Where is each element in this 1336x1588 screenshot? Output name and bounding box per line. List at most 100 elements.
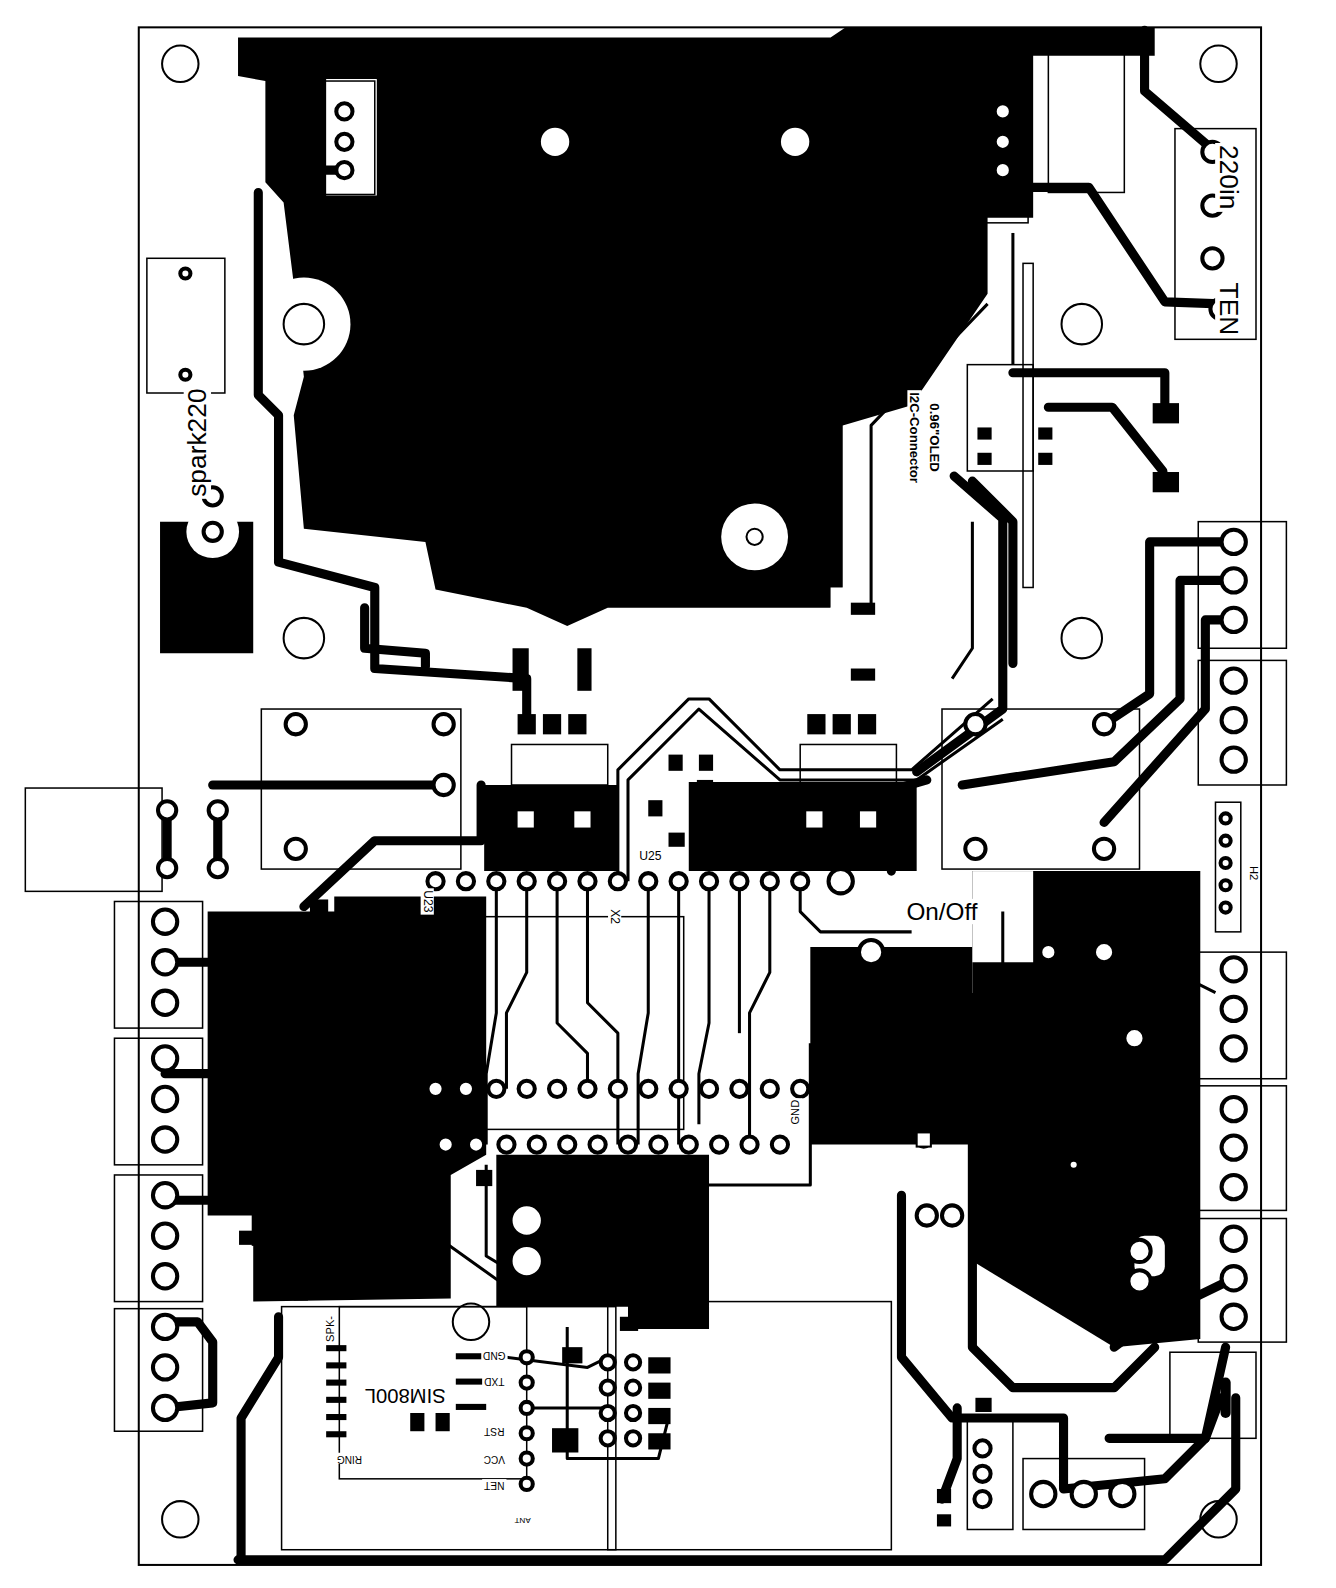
component-outline: [1048, 51, 1124, 193]
through-pad: [204, 523, 222, 541]
smd-pad: [334, 1203, 350, 1219]
smd-pad: [697, 780, 713, 794]
pour-clearance: [326, 79, 377, 195]
through-pad: [434, 714, 454, 734]
through-pad: [488, 873, 504, 889]
through-pad: [1222, 1175, 1246, 1199]
mounting-hole: [162, 46, 198, 82]
pad-inner: [517, 810, 535, 828]
through-pad: [1222, 1227, 1246, 1251]
through-pad: [1128, 1270, 1150, 1292]
through-pad: [579, 873, 595, 889]
thin-track: [677, 881, 680, 1144]
through-pad: [434, 775, 454, 795]
pad-inner: [517, 810, 931, 1146]
thick-track: [258, 192, 526, 721]
thin-track: [800, 881, 911, 932]
silkscreen-label: SPK-: [325, 1314, 337, 1344]
smd-pad: [1038, 453, 1052, 465]
through-pad: [671, 873, 687, 889]
through-pad: [209, 801, 227, 819]
smd-pad: [977, 453, 991, 465]
through-pad: [180, 268, 190, 278]
through-pad: [153, 1396, 177, 1420]
component-outline: [1023, 1459, 1145, 1530]
component-outline: [1198, 1219, 1286, 1343]
smd-pad: [239, 1155, 253, 1169]
copper-pour: [484, 785, 618, 871]
through-pad: [1221, 902, 1231, 912]
smd-pad: [648, 800, 662, 816]
copper-pour: [689, 782, 917, 871]
component-outline: [25, 51, 1286, 1550]
pour-clearance: [1071, 1162, 1077, 1168]
thick-track: [213, 780, 441, 789]
smd-pad: [552, 1428, 578, 1452]
through-pad: [974, 1440, 990, 1456]
thin-track: [1011, 233, 1014, 365]
through-pad: [511, 1245, 543, 1277]
thin-track: [628, 709, 1003, 881]
through-pad: [626, 1355, 640, 1369]
component-outline: [324, 81, 375, 194]
through-pad: [549, 873, 565, 889]
through-pad: [1222, 568, 1246, 592]
thin-track: [1043, 886, 1195, 911]
component-outline: [114, 1309, 202, 1432]
smd-pad: [669, 755, 683, 771]
through-pad: [610, 1081, 626, 1097]
through-pad: [711, 1136, 727, 1152]
through-pad: [772, 1136, 788, 1152]
smd-pad: [1221, 1378, 1231, 1419]
silkscreen-label: ANT: [513, 1515, 533, 1523]
through-pad: [153, 910, 177, 934]
thick-track: [1013, 373, 1165, 407]
silkscreen-label: RING: [335, 1453, 364, 1464]
silkscreen-label: 220in: [1215, 143, 1243, 211]
through-pad: [917, 1132, 931, 1146]
pour-clearance: [541, 128, 569, 156]
smd-pad: [1153, 472, 1179, 492]
smd-pad: [292, 1261, 308, 1275]
through-pad: [153, 103, 1246, 1507]
thin-track: [486, 1165, 648, 1287]
mounting-hole: [1062, 618, 1103, 659]
through-pad: [153, 1355, 177, 1379]
through-pad: [519, 873, 535, 889]
smd-pad: [326, 1345, 346, 1351]
smd-pad: [975, 1398, 991, 1412]
smd-pad: [851, 669, 875, 681]
through-pad: [1222, 748, 1246, 772]
through-pad: [336, 162, 352, 178]
silkscreen-label: NET: [482, 1480, 506, 1491]
through-pad: [1222, 1097, 1246, 1121]
through-pad: [488, 1081, 504, 1097]
through-pad: [1222, 1266, 1246, 1290]
component-outline: [1023, 263, 1033, 587]
silkscreen-label: I2C-Connector: [908, 390, 922, 485]
thick-track: [365, 608, 426, 667]
smd-pad: [456, 1404, 486, 1410]
through-pad: [681, 1136, 697, 1152]
through-pad: [1124, 1028, 1144, 1048]
silkscreen-label: TEN: [1215, 281, 1243, 338]
smd-pad: [239, 1180, 253, 1194]
smd-pad: [326, 1431, 346, 1437]
through-pad: [153, 991, 177, 1015]
through-pad: [1202, 248, 1222, 268]
through-pad: [1222, 608, 1246, 632]
copper-pour: [496, 1155, 709, 1329]
pour-clearance: [257, 592, 350, 685]
through-pad: [158, 801, 176, 819]
component-outline: [420, 917, 683, 1130]
thin-track: [506, 881, 526, 1089]
through-pad: [153, 1087, 177, 1111]
through-pad: [153, 1183, 177, 1207]
through-pad: [995, 162, 1011, 178]
smd-pad: [239, 403, 1231, 1526]
silkscreen-label: SIM800L: [363, 1385, 448, 1406]
through-pad: [1222, 957, 1246, 981]
pour-clearance: [781, 128, 809, 156]
